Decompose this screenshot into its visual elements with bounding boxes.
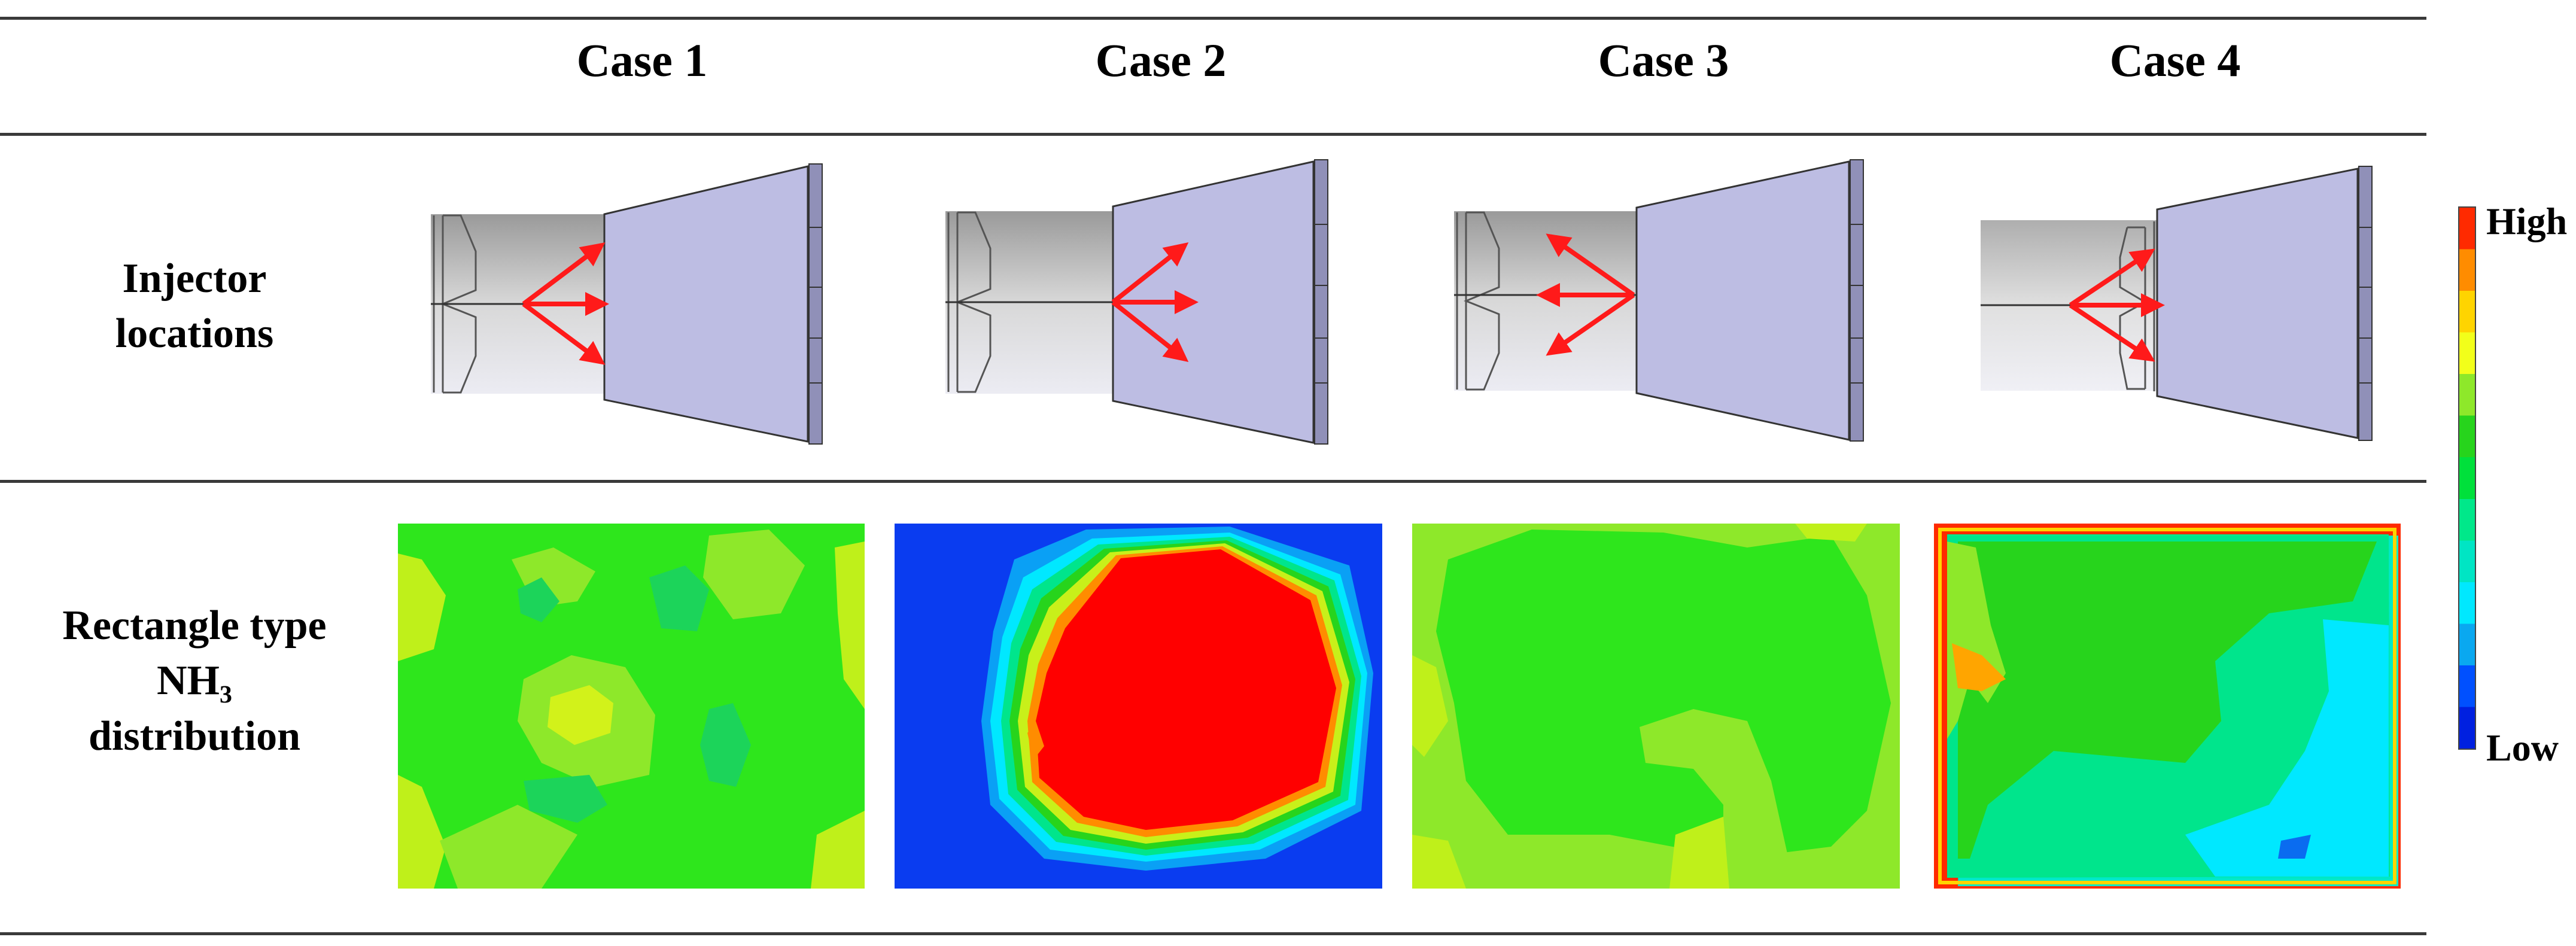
mixer-vane	[1456, 211, 1500, 391]
injector-diagram-case-2	[942, 159, 1349, 449]
distribution-map-case-3	[1412, 524, 1900, 889]
header-case-2: Case 2	[1095, 34, 1227, 86]
header-rule	[0, 133, 2426, 136]
header-case-4: Case 4	[2109, 34, 2241, 86]
diffuser-cone	[1112, 160, 1315, 444]
diffuser-cone	[603, 165, 809, 443]
row-label-injector-line-2: locations	[115, 311, 274, 357]
injector-diagram-case-3	[1451, 159, 1870, 449]
outlet-fins	[808, 163, 823, 445]
injector-diagram-case-4	[1978, 162, 2385, 449]
distribution-map-case-1	[398, 524, 865, 889]
spray-arrows	[522, 242, 609, 365]
row-label-injector: Injector locations	[0, 251, 389, 362]
row-label-distribution-line-2: NH₃	[157, 658, 232, 704]
distribution-map-case-4	[1934, 524, 2401, 889]
header-case-3: Case 3	[1598, 34, 1729, 86]
inlet-pipe	[1454, 211, 1640, 391]
outlet-fins	[1850, 159, 1864, 442]
middle-rule	[0, 480, 2426, 483]
outlet-fins	[1314, 159, 1328, 445]
legend-high-label: High	[2486, 200, 2568, 242]
row-label-distribution-line-1: Rectangle type	[62, 603, 327, 649]
spray-arrows	[1536, 233, 1635, 356]
top-rule	[0, 17, 2426, 20]
distribution-map-case-2	[895, 524, 1382, 889]
row-label-distribution-line-3: distribution	[89, 713, 300, 759]
spray-arrows	[1111, 242, 1199, 362]
color-scale-bar	[2458, 206, 2476, 750]
spray-arrows	[2069, 248, 2165, 362]
outlet-fins	[2358, 166, 2373, 441]
diffuser-cone	[1635, 160, 1850, 441]
row-label-injector-line-1: Injector	[122, 255, 267, 302]
bottom-rule	[0, 932, 2426, 935]
row-label-distribution: Rectangle type NH₃ distribution	[0, 598, 389, 764]
diffuser-cone	[2156, 168, 2359, 439]
legend-low-label: Low	[2486, 726, 2559, 769]
injector-diagram-case-1	[428, 162, 835, 449]
header-case-1: Case 1	[576, 34, 708, 86]
